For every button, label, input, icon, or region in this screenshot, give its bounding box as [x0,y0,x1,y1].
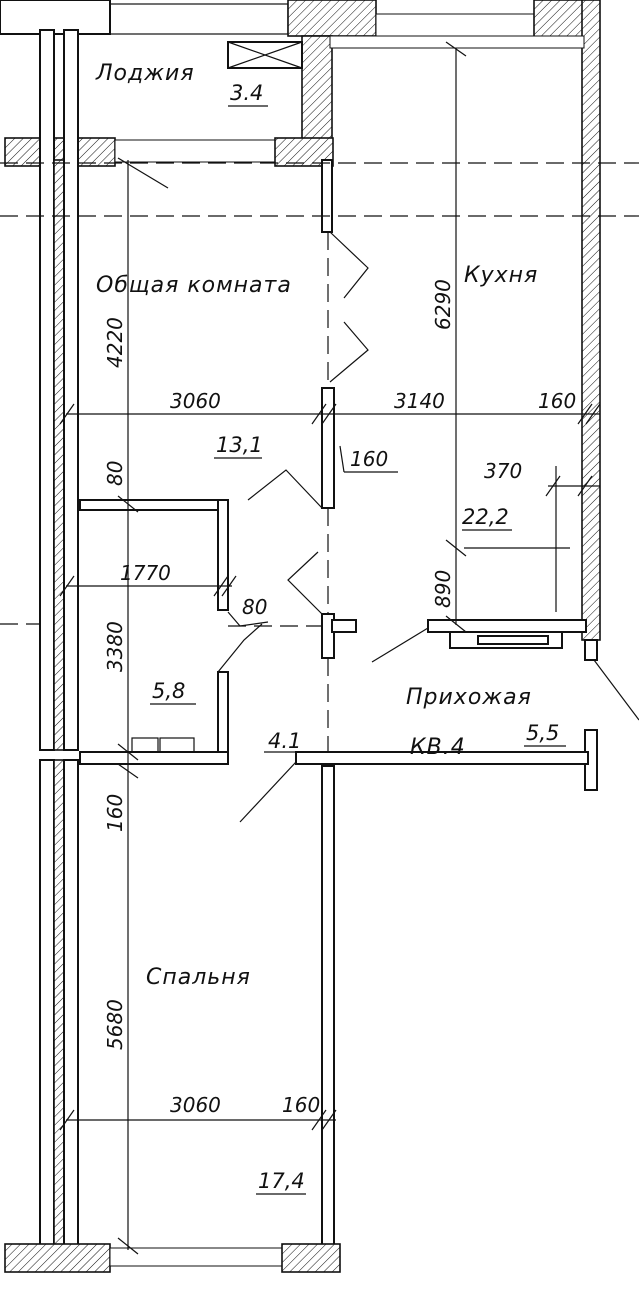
corridor-area: 4.1 [268,729,301,753]
dim-bath-width: 1770 [120,561,171,585]
dim-partition-2: 80 [242,595,267,619]
dim-bath-top: 80 [103,461,127,486]
room-name-kitchen: Кухня [464,263,538,288]
dim-outer-wall: 160 [538,389,576,413]
main-walls [4,0,601,1273]
room-name-loggia: Лоджия [95,61,195,86]
dim-bath-height: 3380 [103,621,127,672]
room-area-living: 13,1 [216,433,263,457]
dim-partition-1: 160 [350,447,388,471]
loggia-walls [0,0,590,167]
door-swings [117,157,639,823]
room-area-hall: 5,5 [526,721,559,745]
dimension-lines [59,41,601,1255]
apartment-code: КВ.4 [410,735,466,760]
dim-bedroom-partition: 160 [282,1093,320,1117]
dim-kitchen-width: 3140 [394,389,445,413]
dim-bedroom-height: 5680 [103,999,127,1050]
room-name-hall: Прихожая [406,685,532,710]
dim-kitchen-height: 6290 [431,279,455,330]
dashed-lines [0,162,639,752]
dim-bedroom-width: 3060 [170,1093,221,1117]
dim-living-width: 3060 [170,389,221,413]
room-name-living: Общая комната [96,273,292,298]
bathroom-area: 5,8 [152,679,185,703]
dim-kitchen-niche: 370 [484,459,522,483]
room-area-bedroom: 17,4 [258,1169,305,1193]
dim-living-height: 4220 [103,317,127,368]
room-name-bedroom: Спальня [146,965,251,990]
dim-entry-depth: 890 [431,570,455,608]
dim-bedroom-wall: 160 [103,794,127,832]
room-area-kitchen: 22,2 [462,505,509,529]
room-area-loggia: 3.4 [230,81,263,105]
